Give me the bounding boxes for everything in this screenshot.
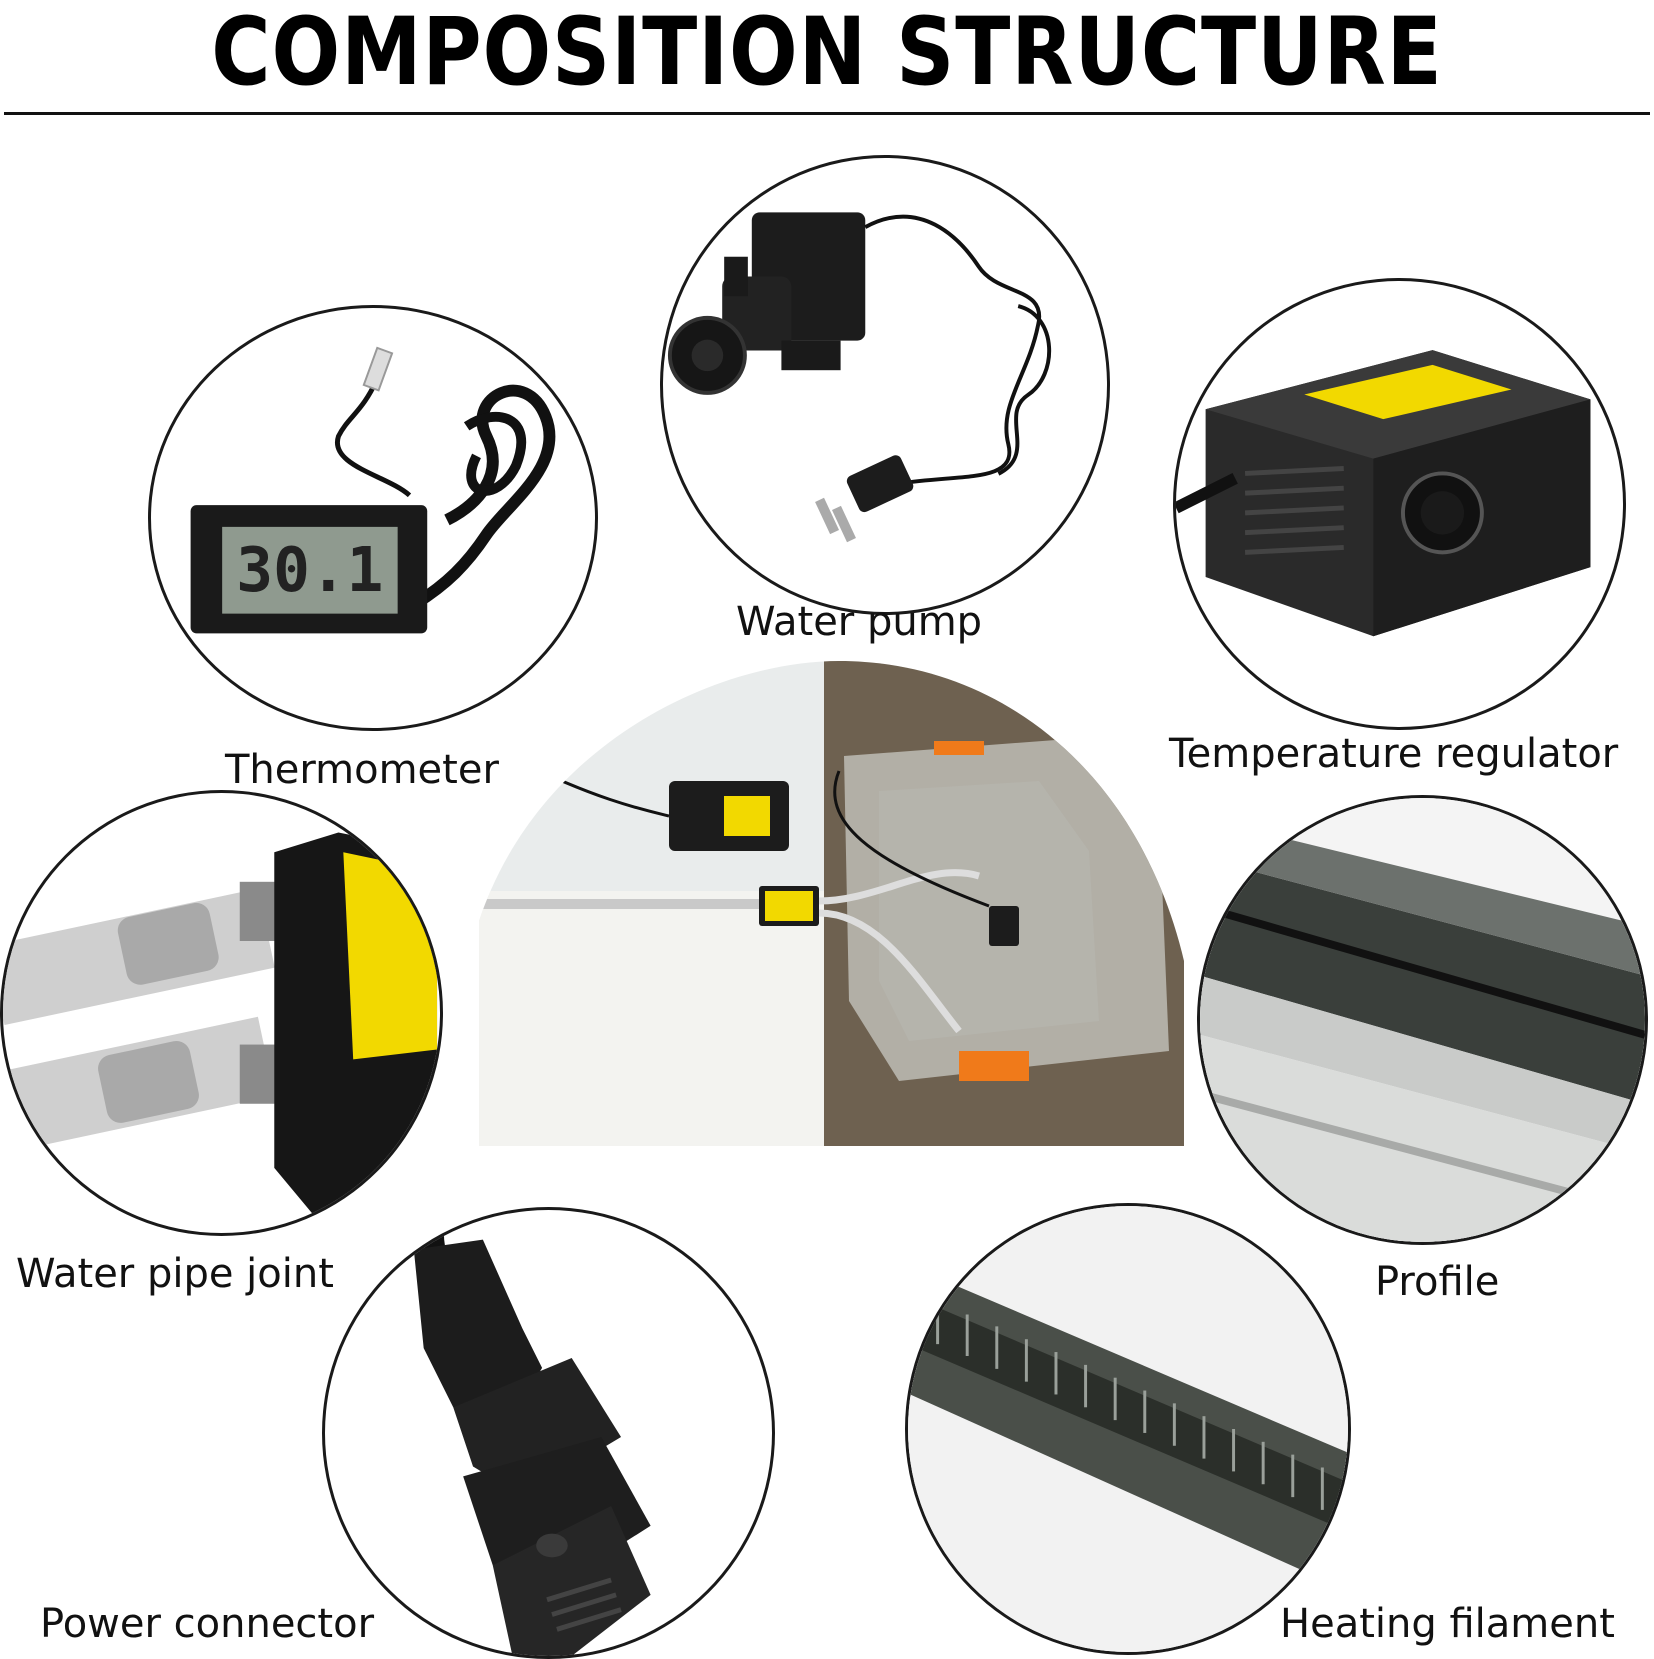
label-thermometer: Thermometer xyxy=(225,747,499,793)
setup-photo-icon xyxy=(479,661,1184,1146)
water-pump-icon xyxy=(667,212,1052,543)
power-connector-image xyxy=(322,1207,775,1659)
heating-filament-icon xyxy=(908,1206,1348,1652)
water-pipe-joint-image xyxy=(0,790,443,1236)
thermometer-icon: 30.1 xyxy=(190,346,556,634)
power-connector-icon xyxy=(413,1210,651,1656)
profile-image xyxy=(1197,795,1648,1245)
label-heating-filament: Heating filament xyxy=(1280,1601,1615,1647)
label-power-connector: Power connector xyxy=(40,1601,375,1647)
label-water-pipe-joint: Water pipe joint xyxy=(16,1251,334,1297)
label-water-pump: Water pump xyxy=(736,599,983,645)
label-profile: Profile xyxy=(1375,1259,1500,1305)
label-temperature-regulator: Temperature regulator xyxy=(1169,731,1619,777)
water-pipe-joint-icon xyxy=(3,832,438,1233)
heating-filament-image xyxy=(905,1203,1351,1655)
temperature-regulator-image xyxy=(1173,278,1626,730)
profile-icon xyxy=(1200,798,1645,1242)
assembled-setup-image xyxy=(479,661,1184,1146)
page-title: COMPOSITION STRUCTURE xyxy=(211,0,1443,107)
thermometer-image: 30.1 xyxy=(148,305,598,731)
temperature-regulator-icon xyxy=(1176,350,1591,637)
water-pump-image xyxy=(660,155,1110,615)
title-divider xyxy=(4,112,1650,115)
thermometer-reading: 30.1 xyxy=(236,535,383,606)
